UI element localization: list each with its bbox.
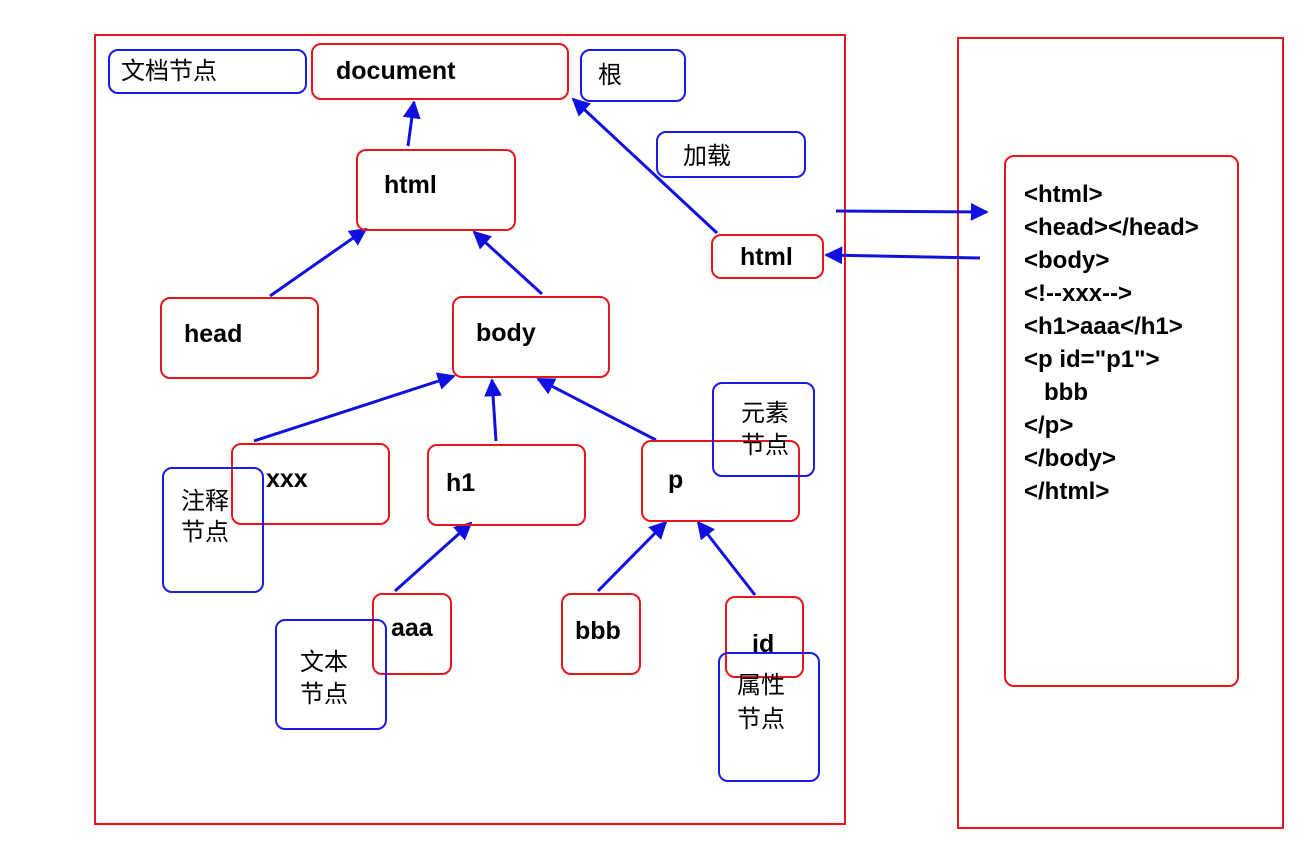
code-line: <h1>aaa</h1>: [1024, 313, 1183, 340]
arrow-bbb-to-p: [596, 520, 668, 593]
arrow-head-to-html: [269, 227, 368, 298]
arrow-id-to-p: [696, 520, 757, 596]
label-attribute-node: 属性 节点: [718, 652, 820, 782]
node-id: id: [725, 596, 804, 678]
label-element-node: 元素 节点: [712, 382, 815, 477]
source-code-box: [1004, 155, 1239, 687]
node-body-text: body: [476, 319, 536, 347]
arrow-loaded-to-document: [571, 97, 719, 235]
source-code: <html> <head></head> <body> <!--xxx--> <…: [1024, 178, 1199, 508]
node-head-text: head: [184, 320, 243, 348]
code-line: </body>: [1024, 445, 1117, 472]
code-line: </p>: [1024, 412, 1074, 439]
node-p-text: p: [668, 466, 684, 494]
source-frame: [957, 37, 1284, 829]
node-document: document: [311, 43, 569, 100]
label-attribute-node-line1: 属性: [737, 671, 785, 699]
label-comment-node-line1: 注释: [181, 487, 229, 515]
code-line: <html>: [1024, 181, 1103, 208]
code-line: <head></head>: [1024, 214, 1199, 241]
arrow-html-to-document: [402, 100, 421, 147]
node-h1-text: h1: [446, 469, 476, 497]
code-line: bbb: [1024, 379, 1088, 406]
label-root: 根: [580, 49, 686, 102]
node-body: body: [452, 296, 610, 378]
label-attribute-node-line2: 节点: [737, 705, 785, 733]
label-document-node-text: 文档节点: [121, 57, 217, 85]
label-document-node: 文档节点: [108, 49, 307, 94]
node-html-text: html: [384, 171, 437, 199]
label-comment-node: 注释 节点: [162, 467, 264, 593]
code-line: </html>: [1024, 478, 1110, 505]
node-id-text: id: [752, 630, 775, 658]
arrow-aaa-to-h1: [393, 521, 473, 593]
label-text-node: 文本 节点: [275, 619, 387, 730]
label-load-text: 加载: [683, 142, 731, 170]
node-bbb-text: bbb: [575, 617, 621, 645]
label-root-text: 根: [598, 61, 622, 89]
arrow-body-to-html: [472, 230, 544, 296]
arrow-load-to-source: [835, 202, 989, 221]
node-aaa-text: aaa: [391, 614, 433, 642]
node-loaded-html-text: html: [740, 243, 793, 271]
label-text-node-line1: 文本: [300, 648, 348, 676]
arrow-h1-to-body: [484, 378, 503, 442]
node-bbb: bbb: [561, 593, 641, 675]
arrow-comment-to-body: [253, 372, 456, 443]
dom-tree-frame: [94, 34, 846, 825]
node-comment: xxx: [231, 443, 390, 525]
node-loaded-html: html: [711, 234, 824, 279]
node-aaa: aaa: [372, 593, 452, 675]
node-document-text: document: [336, 57, 456, 85]
label-load: 加载: [656, 131, 806, 178]
label-comment-node-line2: 节点: [181, 518, 229, 546]
arrow-p-to-body: [536, 377, 657, 442]
label-text-node-line2: 节点: [300, 680, 348, 708]
code-line: <p id="p1">: [1024, 346, 1160, 373]
node-comment-text: xxx: [266, 465, 308, 493]
label-element-node-line2: 节点: [741, 431, 789, 459]
code-line: <body>: [1024, 247, 1110, 274]
node-h1: h1: [427, 444, 586, 526]
label-element-node-line1: 元素: [741, 399, 789, 427]
node-p: p: [641, 440, 800, 522]
node-head: head: [160, 297, 319, 379]
node-html: html: [356, 149, 516, 231]
arrow-source-to-loaded: [824, 246, 981, 265]
code-line: <!--xxx-->: [1024, 280, 1133, 307]
